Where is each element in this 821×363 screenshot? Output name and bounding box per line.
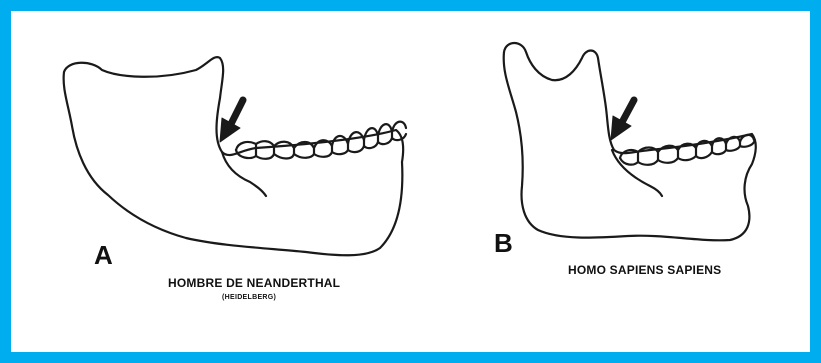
- neanderthal-mandible: [64, 57, 406, 255]
- panel-a-letter: A: [94, 240, 113, 271]
- panel-a-subcaption: (HEIDELBERG): [222, 294, 276, 301]
- panel-a-caption: HOMBRE DE NEANDERTHAL: [168, 276, 340, 290]
- sapiens-mandible: [504, 43, 756, 240]
- arrow-a-icon: [220, 100, 243, 142]
- arrow-b-icon: [611, 100, 634, 140]
- panel-b-caption: HOMO SAPIENS SAPIENS: [568, 263, 721, 277]
- panel-b-letter: B: [494, 228, 513, 259]
